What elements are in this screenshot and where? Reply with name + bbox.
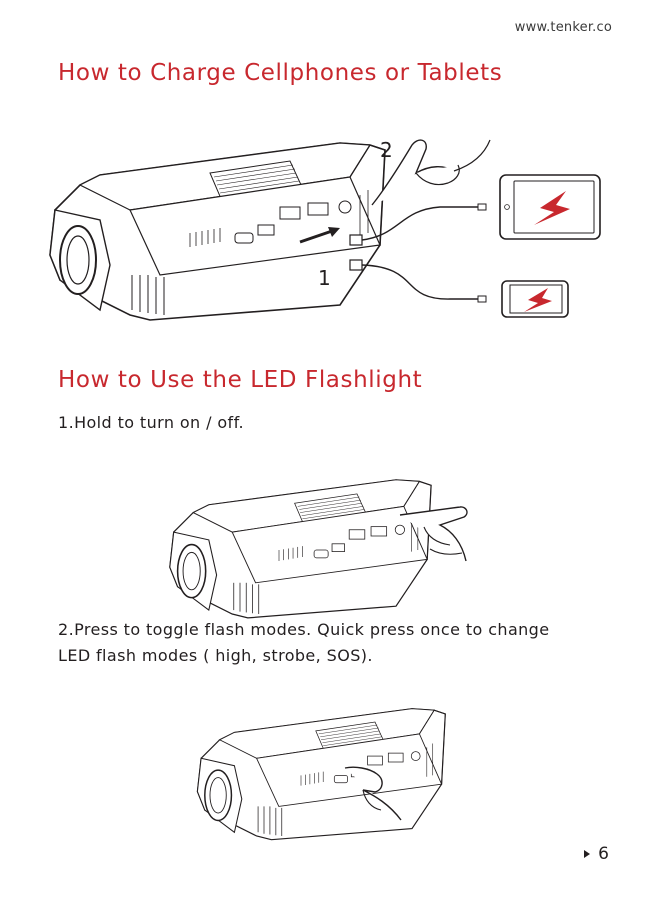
step-2-text: 2.Press to toggle flash modes. Quick pre… bbox=[58, 617, 550, 669]
phone-icon bbox=[502, 281, 568, 317]
step-1-text: 1.Hold to turn on / off. bbox=[58, 410, 244, 436]
step-2-line-1: 2.Press to toggle flash modes. Quick pre… bbox=[58, 620, 550, 639]
callout-1: 1 bbox=[318, 266, 331, 290]
charging-illustration: 2 1 bbox=[0, 115, 654, 365]
page-number: 6 bbox=[584, 844, 609, 864]
website-url: www.tenker.co bbox=[515, 20, 612, 35]
step-2-line-2: LED flash modes ( high, strobe, SOS). bbox=[58, 646, 373, 665]
callout-2: 2 bbox=[380, 138, 393, 162]
tablet-icon bbox=[500, 175, 600, 239]
jump-starter-illustration bbox=[170, 480, 431, 618]
page-number-text: 6 bbox=[598, 844, 609, 864]
section-title-charge: How to Charge Cellphones or Tablets bbox=[58, 60, 502, 86]
flashlight-toggle-illustration bbox=[0, 688, 654, 828]
jump-starter-illustration bbox=[197, 709, 445, 840]
page-arrow-icon bbox=[584, 850, 590, 858]
section-title-flashlight: How to Use the LED Flashlight bbox=[58, 367, 422, 393]
flashlight-hold-illustration bbox=[0, 458, 654, 593]
